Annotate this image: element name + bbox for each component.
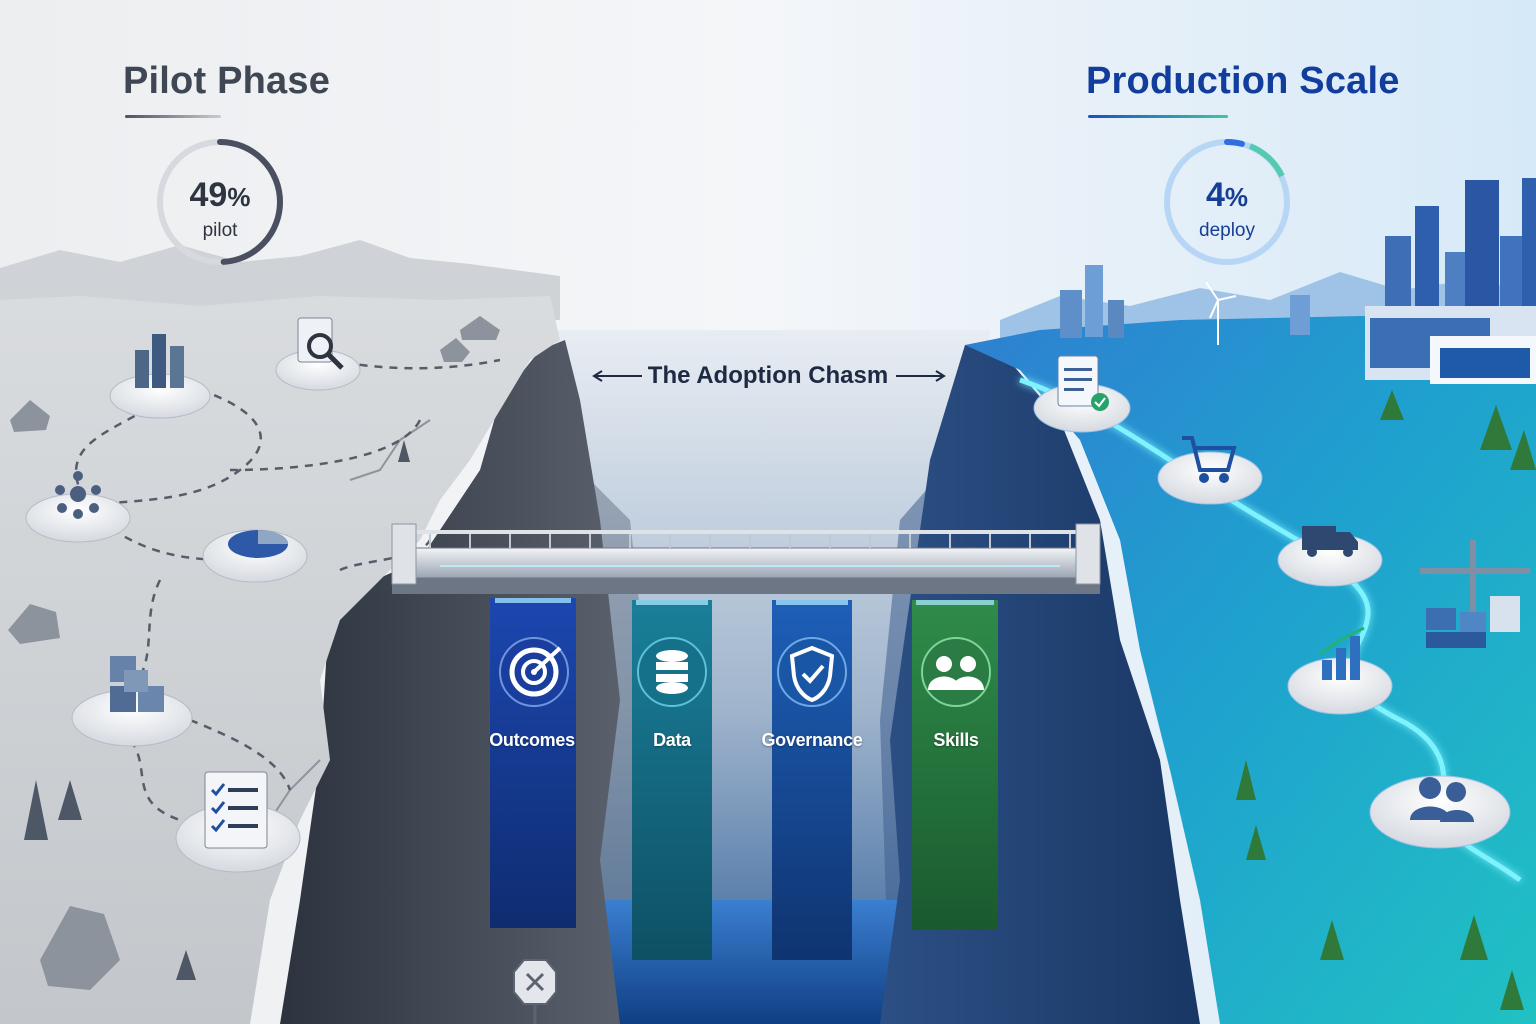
production-scale-title: Production Scale xyxy=(1086,60,1400,103)
pillar-label-outcomes: Outcomes xyxy=(477,730,587,751)
production-stat: 4% deploy xyxy=(1167,178,1287,242)
checklist-icon xyxy=(205,772,267,848)
production-stat-caption: deploy xyxy=(1167,220,1287,242)
target-icon xyxy=(500,638,568,706)
pilot-pod-pie-chart xyxy=(203,530,307,582)
team-icon xyxy=(922,638,990,706)
production-stat-unit: % xyxy=(1225,182,1248,212)
adoption-chasm-label: The Adoption Chasm xyxy=(560,362,976,390)
pie-chart-icon xyxy=(228,530,288,558)
pillar-label-skills: Skills xyxy=(901,730,1011,751)
shield-check-icon xyxy=(778,638,846,706)
pillar-label-governance: Governance xyxy=(757,730,867,751)
production-title-underline xyxy=(1088,115,1228,118)
pillar-label-data: Data xyxy=(617,730,727,751)
pilot-phase-title: Pilot Phase xyxy=(123,60,330,103)
pilot-stat-caption: pilot xyxy=(160,220,280,242)
pilot-stat-unit: % xyxy=(227,182,250,212)
pilot-title-underline xyxy=(125,115,221,118)
pilot-stat: 49% pilot xyxy=(160,178,280,242)
production-stat-value: 4 xyxy=(1206,176,1225,214)
pilot-stat-value: 49 xyxy=(190,176,228,214)
production-pod-users xyxy=(1370,776,1510,848)
database-icon xyxy=(638,638,706,706)
